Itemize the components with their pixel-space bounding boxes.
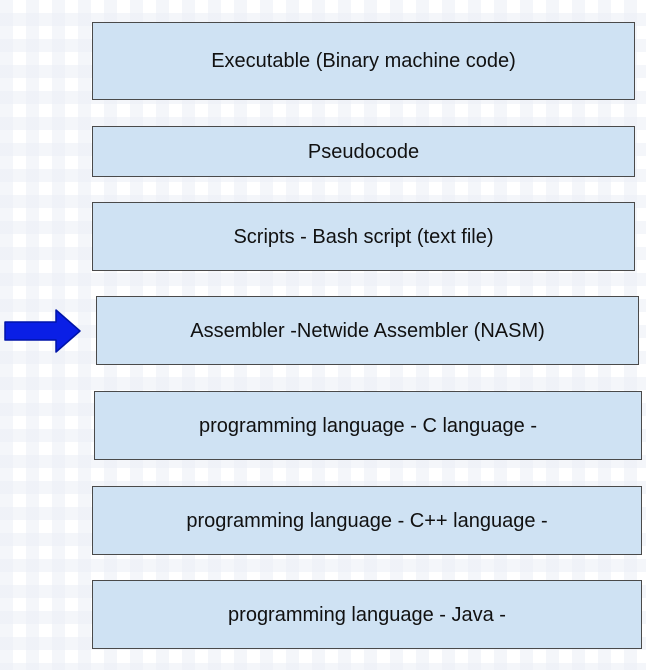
box-label: Scripts - Bash script (text file)	[233, 225, 494, 248]
box-label: programming language - Java -	[228, 603, 506, 626]
box-cpp-language[interactable]: programming language - C++ language -	[92, 486, 642, 555]
box-c-language[interactable]: programming language - C language -	[94, 391, 642, 460]
box-pseudocode[interactable]: Pseudocode	[92, 126, 635, 177]
box-label: Pseudocode	[307, 140, 420, 163]
box-label: Executable (Binary machine code)	[211, 50, 516, 72]
box-executable[interactable]: Executable (Binary machine code)	[92, 22, 635, 100]
right-arrow-icon[interactable]	[4, 308, 82, 354]
box-java[interactable]: programming language - Java -	[92, 580, 642, 649]
box-assembler[interactable]: Assembler -Netwide Assembler (NASM)	[96, 296, 639, 365]
box-label: programming language - C language -	[199, 414, 537, 437]
box-label: programming language - C++ language -	[186, 509, 548, 532]
arrow-shape	[4, 309, 81, 353]
box-label: Assembler -Netwide Assembler (NASM)	[190, 319, 545, 342]
box-scripts[interactable]: Scripts - Bash script (text file)	[92, 202, 635, 271]
